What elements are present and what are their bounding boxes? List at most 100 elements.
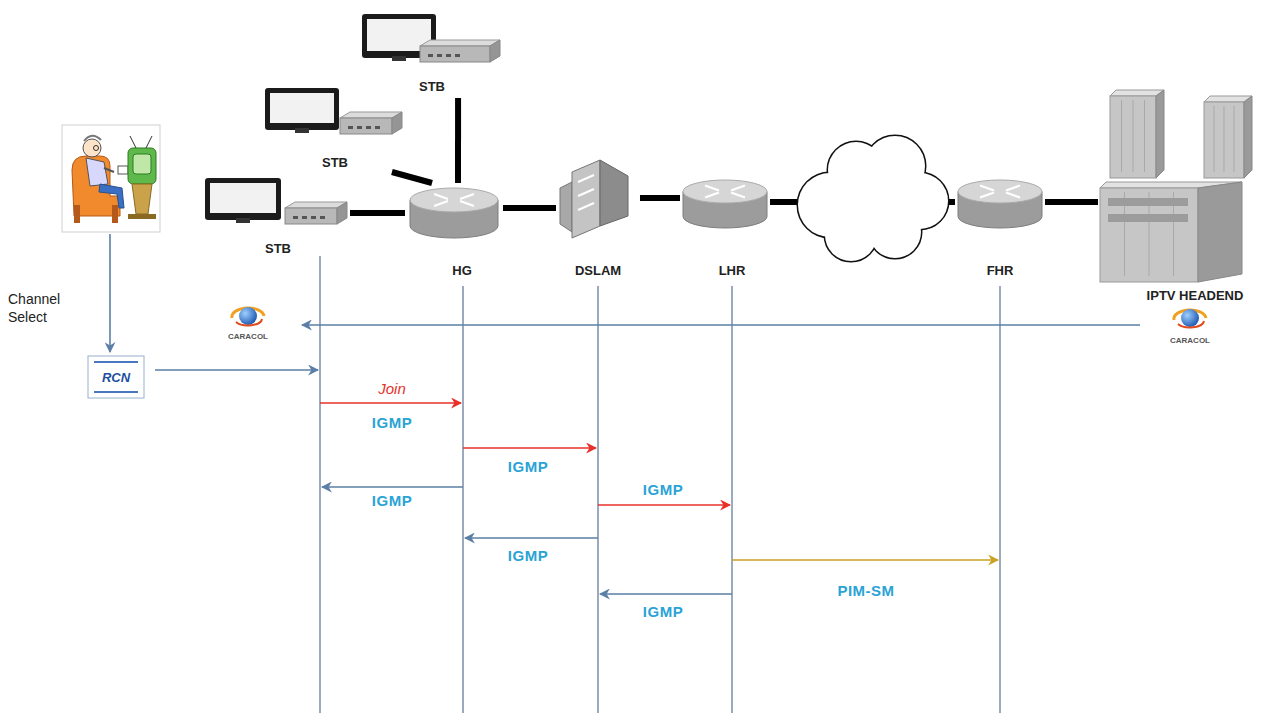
cloud	[798, 136, 948, 261]
device-icon	[1198, 182, 1242, 282]
device-icon	[1144, 100, 1145, 172]
device-icon	[1121, 100, 1122, 172]
lifelines	[597, 286, 599, 713]
device-icon	[357, 126, 362, 129]
home-gateway: HG	[405, 183, 503, 283]
device-icon	[434, 194, 448, 199]
viewer-illustration	[130, 136, 136, 148]
device-icon	[578, 175, 594, 210]
device-icon	[337, 202, 347, 224]
device-label: HG	[452, 263, 472, 278]
device-icon	[340, 118, 392, 134]
rcn-logo	[88, 356, 144, 398]
logo-text: CARACOL	[1170, 336, 1210, 345]
device-icon	[1156, 90, 1164, 178]
set-top-box: STB	[262, 84, 404, 172]
device-icon	[420, 40, 500, 46]
action-note: Channel Select	[8, 290, 86, 326]
set-top-box: STB	[358, 10, 508, 98]
viewer-illustration	[94, 146, 99, 151]
viewer-illustration	[132, 184, 152, 214]
device-icon	[731, 186, 745, 191]
caracol-logo	[232, 307, 264, 325]
message-arrows	[110, 234, 1140, 594]
lifelines	[462, 286, 464, 713]
device-icon	[1133, 100, 1134, 172]
message-arrows	[109, 234, 111, 352]
device-icon	[578, 189, 594, 196]
lifelines	[731, 286, 733, 713]
viewer-illustration	[133, 154, 151, 174]
message-label: Join	[378, 380, 406, 397]
message-arrows	[463, 447, 596, 449]
cloud	[835, 180, 905, 230]
device-icon	[410, 188, 498, 212]
device-icon	[705, 193, 719, 198]
device-icon	[375, 126, 380, 129]
protocol-label: IGMP	[372, 492, 412, 509]
device-icon	[1244, 96, 1252, 178]
protocol-label: IGMP	[643, 603, 683, 620]
network-link	[350, 210, 405, 216]
device-icon	[1108, 198, 1188, 206]
protocol-label: IGMP	[643, 481, 683, 498]
device-icon	[295, 128, 309, 133]
device-icon	[392, 112, 402, 134]
device-icon	[705, 186, 719, 191]
viewer-illustration	[62, 125, 160, 232]
device-icon	[490, 40, 500, 62]
cloud	[798, 136, 948, 261]
router: FHR	[955, 178, 1045, 282]
device-icon	[302, 216, 307, 219]
network-link	[455, 98, 461, 183]
device-icon	[578, 203, 594, 210]
device-icon	[1234, 106, 1235, 172]
device-icon	[210, 183, 276, 213]
network-link	[1045, 199, 1098, 205]
lifelines	[999, 286, 1001, 713]
set-top-box: STB	[202, 174, 350, 260]
device-icon	[434, 201, 448, 206]
device-icon	[420, 46, 490, 62]
device-icon	[683, 180, 767, 203]
caracol-logo	[1174, 309, 1206, 327]
protocol-label: PIM-SM	[837, 582, 894, 599]
protocol-label: IGMP	[508, 458, 548, 475]
device-icon	[1204, 102, 1244, 178]
headend-servers: IPTV HEADEND	[1098, 86, 1258, 308]
device-icon	[460, 201, 474, 206]
message-arrows	[598, 504, 730, 506]
caracol-logo	[1181, 309, 1199, 327]
device-icon	[205, 178, 281, 220]
device-icon	[1006, 186, 1020, 191]
viewer-illustration	[84, 136, 101, 141]
device-icon	[705, 186, 745, 198]
device-icon	[270, 93, 334, 123]
viewer-illustration	[118, 166, 128, 174]
device-icon	[311, 216, 316, 219]
device-icon	[236, 218, 250, 223]
logo-text: CARACOL	[228, 332, 268, 341]
device-label: LHR	[719, 263, 746, 278]
device-icon	[366, 126, 371, 129]
viewer-illustration	[112, 205, 118, 223]
device-icon	[348, 126, 353, 129]
device-icon	[265, 88, 339, 130]
network-link	[392, 172, 432, 183]
viewer-illustration	[104, 168, 114, 172]
device-label: STB	[419, 79, 445, 94]
device-icon	[1100, 188, 1198, 282]
device-icon	[437, 54, 442, 57]
cloud	[798, 136, 948, 261]
device-icon	[392, 56, 406, 61]
device-icon	[572, 160, 600, 238]
device-icon	[293, 216, 298, 219]
device-icon	[600, 160, 628, 226]
device-icon	[578, 175, 594, 182]
device-icon	[455, 54, 460, 57]
dslam: DSLAM	[556, 158, 640, 282]
